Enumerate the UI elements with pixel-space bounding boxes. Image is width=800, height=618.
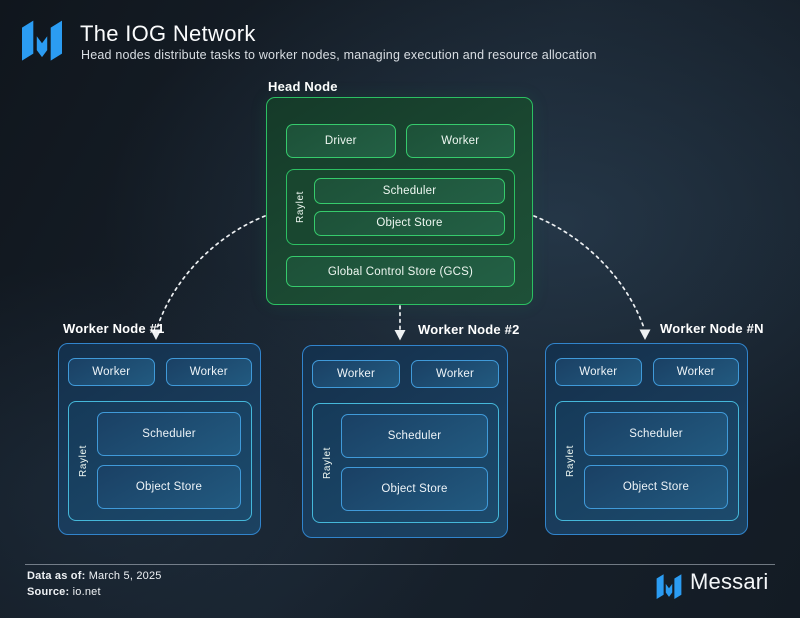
head-raylet-label: Raylet [295, 191, 306, 223]
page-subtitle: Head nodes distribute tasks to worker no… [81, 48, 597, 62]
head-gcs-box: Global Control Store (GCS) [286, 256, 515, 287]
worker1-object-store-box: Object Store [97, 465, 241, 509]
worker1-worker-box: Worker [68, 358, 155, 386]
worker-node-n-box: Worker Worker Raylet Scheduler Object St… [545, 343, 748, 535]
source-line: Source: io.net [27, 586, 101, 598]
worker-node-2-box: Worker Worker Raylet Scheduler Object St… [302, 345, 508, 538]
messari-footer-logo-icon [656, 574, 682, 599]
workerN-object-store-box: Object Store [584, 465, 728, 509]
workerN-raylet-label: Raylet [564, 444, 576, 477]
head-raylet-container: Raylet Scheduler Object Store [286, 169, 515, 245]
arrowhead-worker2 [394, 330, 406, 341]
head-object-store-box: Object Store [314, 210, 505, 236]
head-scheduler-box: Scheduler [314, 178, 505, 204]
worker2-raylet-label: Raylet [321, 446, 333, 479]
workerN-scheduler-box: Scheduler [584, 412, 728, 456]
messari-wordmark: Messari [690, 569, 769, 594]
source-label: Source: [27, 586, 70, 598]
arrow-head-to-workerN [533, 215, 645, 329]
footer-divider [25, 564, 775, 565]
worker1-raylet-label: Raylet [77, 444, 89, 477]
arrowhead-workerN [639, 329, 651, 340]
messari-logo-icon [22, 20, 62, 61]
worker1-raylet-container: Raylet Scheduler Object Store [68, 401, 252, 521]
workerN-worker-box: Worker [652, 358, 739, 386]
worker1-worker-box: Worker [165, 358, 252, 386]
head-driver-box: Driver [286, 124, 396, 158]
worker2-object-store-box: Object Store [341, 467, 488, 511]
worker-node-2-title: Worker Node #2 [418, 322, 520, 337]
source-value: io.net [69, 586, 101, 598]
head-node-box: Driver Worker Raylet Scheduler Object St… [266, 97, 533, 305]
worker2-worker-box: Worker [411, 360, 499, 388]
worker-node-n-title: Worker Node #N [660, 321, 764, 336]
page-title: The IOG Network [80, 21, 256, 46]
worker1-scheduler-box: Scheduler [97, 412, 241, 456]
worker-node-1-box: Worker Worker Raylet Scheduler Object St… [58, 343, 261, 535]
arrow-head-to-worker1 [156, 215, 266, 329]
data-as-of-value: March 5, 2025 [85, 570, 162, 582]
data-as-of-label: Data as of: [27, 570, 86, 582]
workerN-raylet-container: Raylet Scheduler Object Store [555, 401, 739, 521]
workerN-worker-box: Worker [555, 358, 642, 386]
worker2-scheduler-box: Scheduler [341, 414, 488, 458]
data-as-of-line: Data as of: March 5, 2025 [27, 570, 162, 582]
worker2-raylet-container: Raylet Scheduler Object Store [312, 403, 499, 523]
head-node-title: Head Node [268, 79, 338, 94]
worker2-worker-box: Worker [312, 360, 400, 388]
worker-node-1-title: Worker Node #1 [63, 321, 165, 336]
head-worker-box: Worker [405, 124, 515, 158]
